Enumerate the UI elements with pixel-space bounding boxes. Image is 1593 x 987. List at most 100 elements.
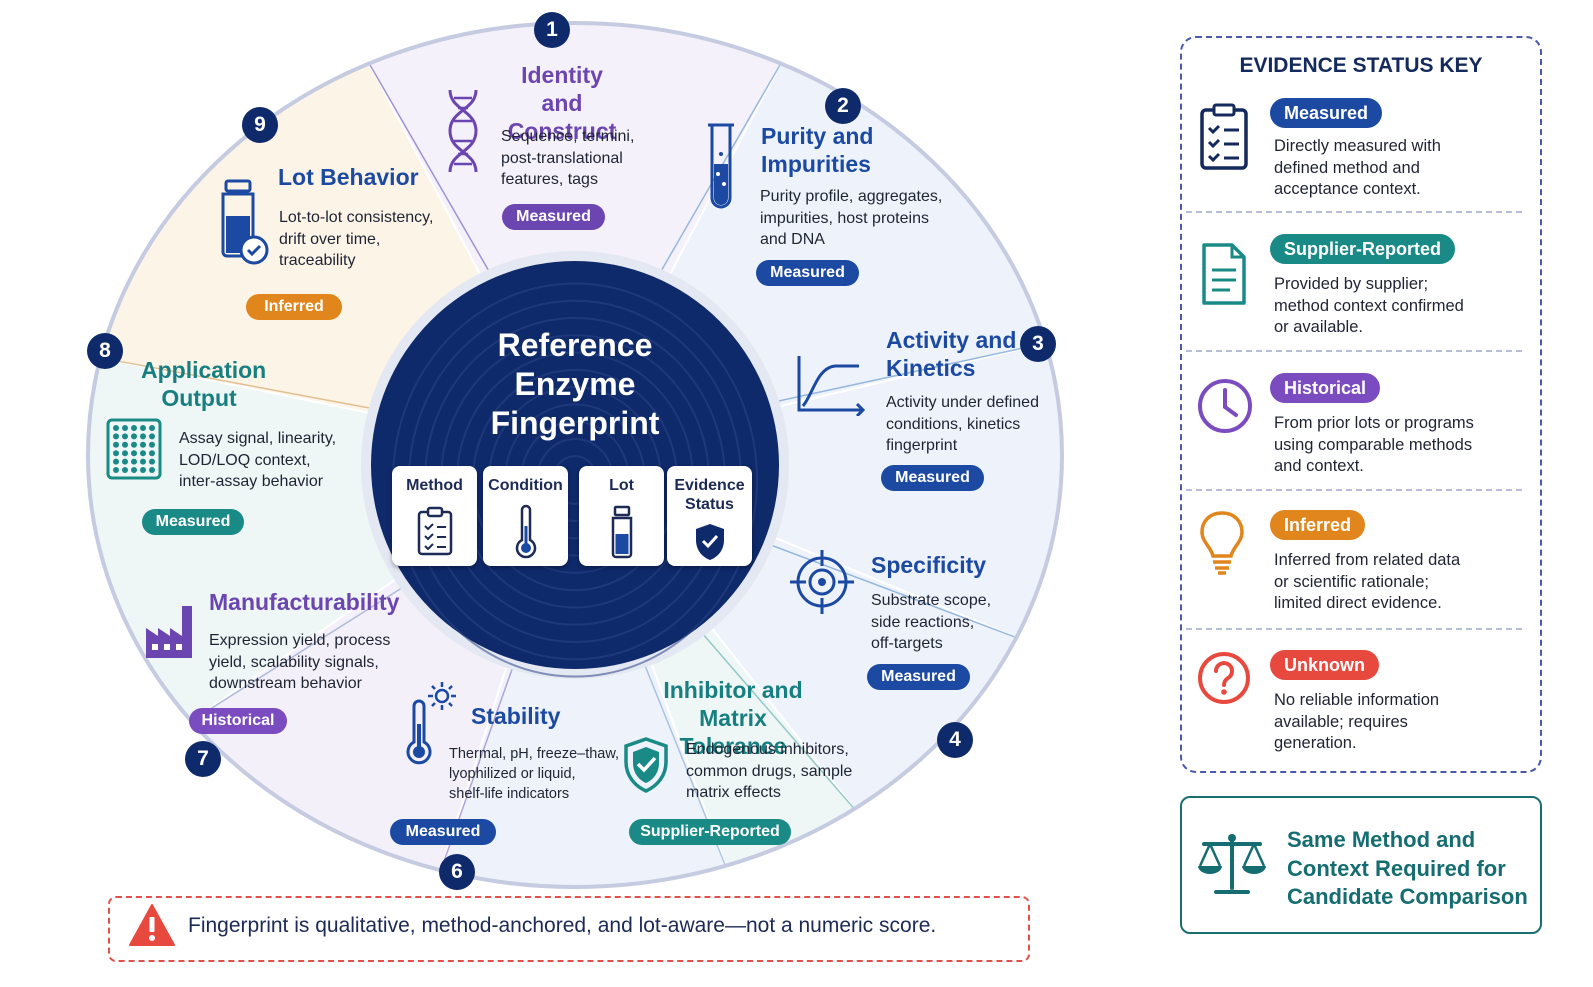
- segment-desc-stability: Thermal, pH, freeze–thaw, lyophilized or…: [449, 746, 620, 802]
- status-badge: Measured: [756, 260, 859, 286]
- segment-desc-activity: Activity under defined conditions, kinet…: [886, 394, 1039, 454]
- question-icon: [1198, 652, 1250, 704]
- center-disc: [371, 261, 779, 669]
- status-badge: Measured: [142, 509, 244, 535]
- comparison-note-text: Same Method and Context Required for Can…: [1287, 827, 1528, 909]
- segment-divider: [100, 357, 381, 411]
- well-dot: [113, 467, 119, 473]
- well-dot: [131, 450, 137, 457]
- well-dot: [140, 467, 146, 473]
- clock-icon: [1198, 379, 1252, 433]
- segment-number: 9: [242, 107, 278, 143]
- document-icon: [1202, 243, 1246, 305]
- segment-title-specificity: Specificity: [871, 552, 987, 578]
- test-tube-icon: [708, 123, 734, 209]
- segment-desc-specificity: Substrate scope, side reactions, off-tar…: [871, 592, 992, 652]
- key-item-supplier-reported: Supplier-Reported Provided by supplier; …: [1186, 234, 1532, 344]
- clipboard-checklist-icon: [1200, 103, 1248, 170]
- segment-number: 3: [1020, 326, 1056, 362]
- status-badge: Measured: [390, 819, 496, 845]
- key-description: Provided by supplier; method context con…: [1274, 275, 1464, 336]
- segment-number: 4: [937, 722, 973, 758]
- thermometer-icon: [515, 504, 536, 559]
- dna-icon: [448, 89, 478, 173]
- key-item-historical: Historical From prior lots or programs u…: [1186, 373, 1532, 483]
- status-badge: Measured: [502, 204, 605, 230]
- well-dot: [149, 433, 155, 440]
- segment-title-purity: Purity and Impurities: [761, 123, 874, 177]
- clipboard-icon: [417, 506, 452, 556]
- card-label: Method: [406, 477, 463, 494]
- well-dot: [122, 450, 128, 457]
- segment-desc-application: Assay signal, linearity, LOD/LOQ context…: [179, 430, 337, 490]
- well-dot: [131, 433, 137, 440]
- segment-number: 8: [87, 333, 123, 369]
- well-dot: [122, 467, 128, 473]
- factory-icon: [146, 606, 192, 658]
- warning-icon: [129, 904, 175, 946]
- status-badge: Measured: [867, 664, 970, 690]
- well-dot: [131, 467, 137, 473]
- segment-title-application: Application Output: [141, 357, 267, 411]
- well-dot: [131, 425, 137, 431]
- segment-title-activity: Activity and Kinetics: [886, 327, 1017, 381]
- evidence-status-card: Evidence Status: [667, 466, 752, 566]
- well-dot: [113, 441, 119, 448]
- segment-number: 1: [534, 12, 570, 48]
- key-badge: Historical: [1270, 373, 1381, 403]
- well-dot: [149, 441, 155, 448]
- segment-desc-inhibitor: Endogenous inhibitors, common drugs, sam…: [686, 741, 853, 801]
- key-item-measured: Measured Directly measured with defined …: [1186, 98, 1532, 208]
- warning-banner: [108, 896, 1030, 962]
- vial-icon: [611, 505, 632, 559]
- status-badge: Inferred: [246, 294, 342, 320]
- well-dot: [113, 425, 119, 431]
- well-dot: [140, 441, 146, 448]
- segment-divider: [768, 342, 1046, 404]
- card-label: Condition: [488, 477, 563, 494]
- key-description: Inferred from related data or scientific…: [1274, 551, 1461, 612]
- well-dot: [149, 467, 155, 473]
- segment-title-identity: Identity and Construct: [507, 62, 617, 144]
- segment-desc-purity: Purity profile, aggregates, impurities, …: [760, 188, 943, 248]
- key-item-inferred: Inferred Inferred from related data or s…: [1186, 510, 1532, 620]
- card-label: Evidence Status: [674, 477, 745, 513]
- condition-card: Condition: [483, 466, 568, 566]
- well-dot: [113, 458, 119, 465]
- segment-divider: [368, 63, 492, 275]
- well-dot: [113, 450, 119, 457]
- key-divider: [1186, 489, 1522, 491]
- shield-check-icon: [624, 737, 668, 793]
- segment-number: 6: [439, 854, 475, 890]
- card-label: Lot: [609, 477, 634, 494]
- well-dot: [140, 425, 146, 431]
- evidence-status-key: [1180, 36, 1542, 773]
- well-dot: [131, 458, 137, 465]
- key-item-unknown: Unknown No reliable information availabl…: [1186, 650, 1532, 760]
- vial-check-icon: [221, 179, 269, 265]
- segment-number: 7: [185, 741, 221, 777]
- segment-desc-identity: Sequence, termini, post-translational fe…: [501, 128, 635, 188]
- key-divider: [1186, 628, 1522, 630]
- kinetics-curve-icon: [797, 356, 866, 416]
- warning-text: Fingerprint is qualitative, method-ancho…: [188, 914, 937, 937]
- status-badge: Historical: [189, 708, 287, 734]
- well-dot: [140, 433, 146, 440]
- well-dot: [140, 458, 146, 465]
- key-divider: [1186, 211, 1522, 213]
- key-badge: Supplier-Reported: [1270, 234, 1456, 264]
- segment-number: 2: [825, 88, 861, 124]
- well-plate-icon: [106, 418, 162, 480]
- segment-divider: [755, 538, 1017, 639]
- key-badge: Inferred: [1270, 510, 1366, 540]
- center-title: Reference Enzyme Fingerprint: [490, 327, 660, 441]
- thermometer-sun-icon: [406, 682, 456, 765]
- target-icon: [790, 550, 854, 614]
- status-badge: Measured: [881, 465, 984, 491]
- scales-icon: [1198, 834, 1266, 894]
- segment-title-manufacturability: Manufacturability: [209, 589, 400, 615]
- key-badge: Measured: [1270, 98, 1383, 128]
- comparison-note: [1180, 796, 1542, 934]
- well-dot: [122, 458, 128, 465]
- shield-check-icon: [695, 524, 724, 560]
